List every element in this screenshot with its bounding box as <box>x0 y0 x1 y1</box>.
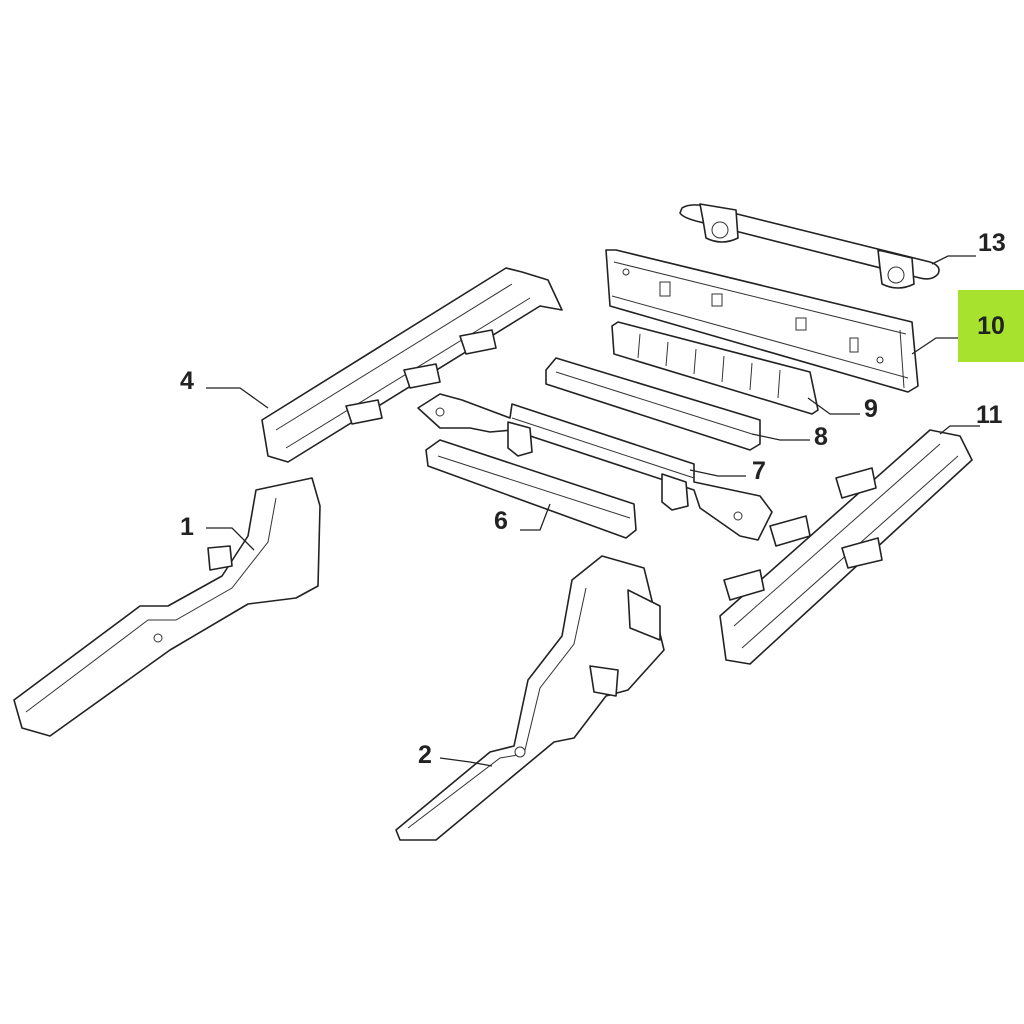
callout-8: 8 <box>814 423 828 451</box>
part-6-channel[interactable] <box>425 439 637 539</box>
leader-6 <box>520 503 551 531</box>
part-10-rear-panel[interactable] <box>605 249 919 393</box>
leader-11 <box>939 425 980 435</box>
leader-9 <box>807 397 860 415</box>
part-11-side-rail[interactable] <box>719 429 973 665</box>
part-4-side-rail[interactable] <box>261 267 563 463</box>
part-8-channel[interactable] <box>545 357 761 451</box>
callout-2: 2 <box>418 741 432 769</box>
leader-2 <box>439 757 493 767</box>
callout-1: 1 <box>180 513 194 541</box>
leader-13 <box>931 255 976 265</box>
leader-7 <box>689 469 746 477</box>
callout-7: 7 <box>752 457 766 485</box>
part-2-center-rail[interactable] <box>395 555 665 841</box>
part-9-reinforcement[interactable] <box>611 321 819 415</box>
leader-4 <box>206 387 269 409</box>
callout-6: 6 <box>494 507 508 535</box>
leader-8 <box>751 433 810 441</box>
callout-13: 13 <box>978 229 1006 257</box>
callout-11: 11 <box>976 401 1003 429</box>
part-1-front-rail[interactable] <box>13 477 321 737</box>
leader-1 <box>206 527 255 551</box>
leader-10 <box>911 337 960 355</box>
callout-9: 9 <box>864 395 878 423</box>
part-13-tube[interactable] <box>679 203 940 289</box>
callout-10-highlighted[interactable]: 10 <box>958 290 1024 362</box>
part-7-cross-member[interactable] <box>417 393 773 541</box>
callout-4: 4 <box>180 367 194 395</box>
